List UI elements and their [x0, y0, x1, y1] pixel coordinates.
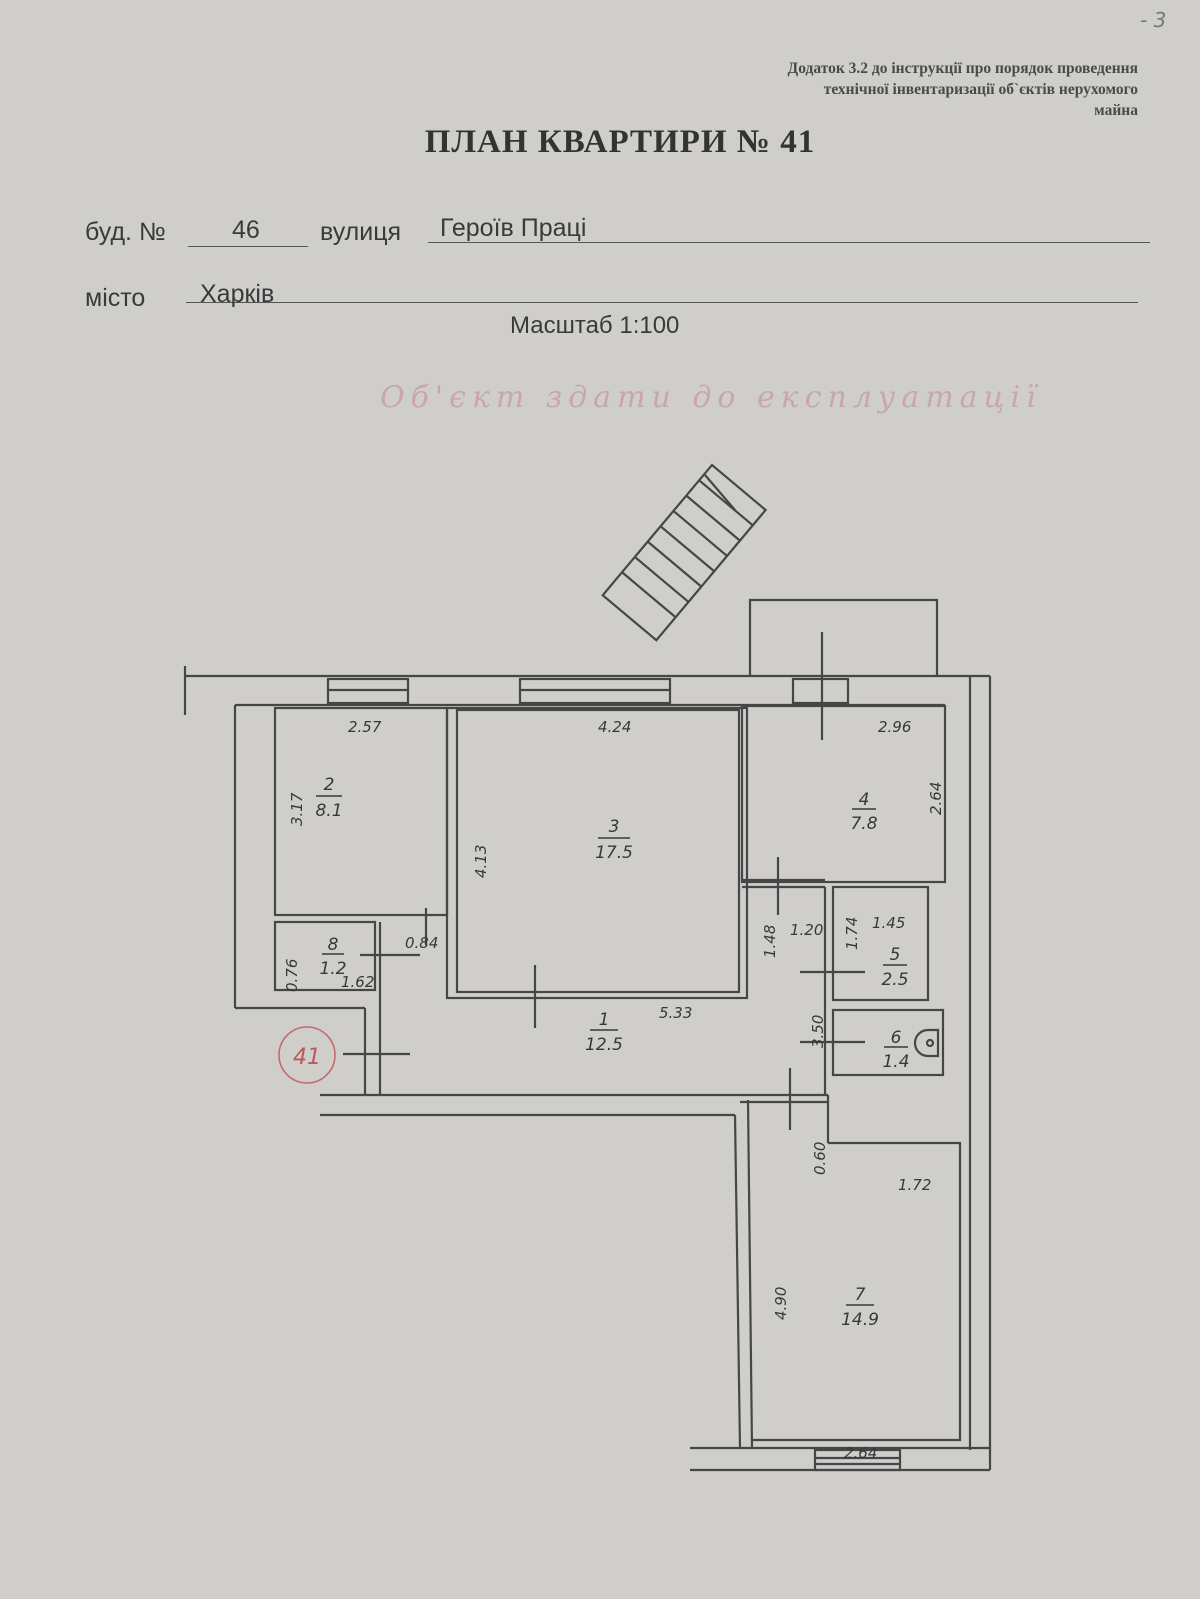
room-area: 14.9 [841, 1310, 879, 1330]
dimension: 1.62 [341, 973, 374, 991]
room-number: 5 [890, 945, 901, 965]
room-area: 12.5 [585, 1035, 623, 1055]
staircase [601, 463, 768, 642]
room-number: 1 [599, 1010, 610, 1030]
dimension: 3.17 [288, 792, 306, 826]
street-name: Героїв Праці [440, 214, 587, 242]
city-label: місто [85, 284, 146, 312]
page-title: ПЛАН КВАРТИРИ № 41 [424, 124, 816, 160]
room-number: 6 [891, 1028, 902, 1048]
apartment-stamp-number: 41 [293, 1045, 321, 1070]
vestibule [748, 598, 939, 676]
room-area: 1.4 [882, 1052, 909, 1072]
room-area: 1.2 [319, 959, 346, 979]
dimension: 0.84 [405, 934, 438, 952]
room-area: 2.5 [881, 970, 908, 990]
dimension: 1.20 [790, 921, 823, 939]
dimension: 1.48 [761, 925, 779, 958]
dimension: 2.64 [927, 782, 945, 815]
scale-label: Масштаб 1:100 [510, 312, 680, 339]
street-label: вулиця [320, 218, 402, 246]
dimension: 4.24 [598, 718, 631, 736]
dimension-labels: 2.57 3.17 4.24 4.13 2.96 2.64 0.76 1.62 … [283, 718, 945, 1462]
door-marks [343, 857, 865, 1130]
appendix-note: Додаток 3.2 до інструкції про порядок пр… [788, 58, 1138, 121]
dimension: 1.72 [898, 1176, 931, 1194]
city-name: Харків [200, 280, 275, 308]
appendix-line: майна [1094, 102, 1138, 119]
room-labels: 1 12.5 2 8.1 3 17.5 4 7.8 5 2.5 6 1.4 7 … [315, 775, 909, 1330]
room-number: 4 [859, 790, 870, 810]
dimension: 2.96 [878, 718, 911, 736]
room-area: 17.5 [595, 843, 633, 863]
dimension: 1.45 [872, 914, 905, 932]
building-label: буд. № [85, 218, 166, 246]
dimension: 2.57 [348, 718, 382, 736]
toilet-icon [913, 1028, 940, 1058]
room-number: 8 [328, 935, 339, 955]
rooms [273, 704, 962, 1442]
windows [326, 677, 902, 1472]
room-area: 8.1 [315, 801, 342, 821]
room-number: 2 [324, 775, 335, 795]
dimension: 1.74 [843, 917, 861, 950]
dimension: 2.64 [844, 1444, 877, 1462]
room-area: 7.8 [850, 814, 877, 834]
dimension: 0.76 [283, 959, 301, 992]
apartment-stamp [278, 1026, 336, 1084]
dimension: 0.60 [811, 1142, 829, 1175]
page-number: - 3 [1140, 8, 1167, 32]
building-number: 46 [232, 216, 260, 244]
dimension: 3.50 [809, 1015, 827, 1048]
stair-arrow [704, 474, 736, 511]
dimension: 4.13 [472, 845, 490, 878]
appendix-line: технічної інвентаризації об`єктів нерухо… [823, 81, 1138, 98]
room-number: 3 [609, 817, 620, 837]
dimension: 5.33 [659, 1004, 692, 1022]
room-number: 7 [855, 1285, 866, 1305]
dimension: 4.90 [772, 1287, 790, 1320]
handwritten-note: Об'єкт здати до експлуатації [380, 380, 1042, 415]
appendix-line: Додаток 3.2 до інструкції про порядок пр… [787, 60, 1138, 77]
